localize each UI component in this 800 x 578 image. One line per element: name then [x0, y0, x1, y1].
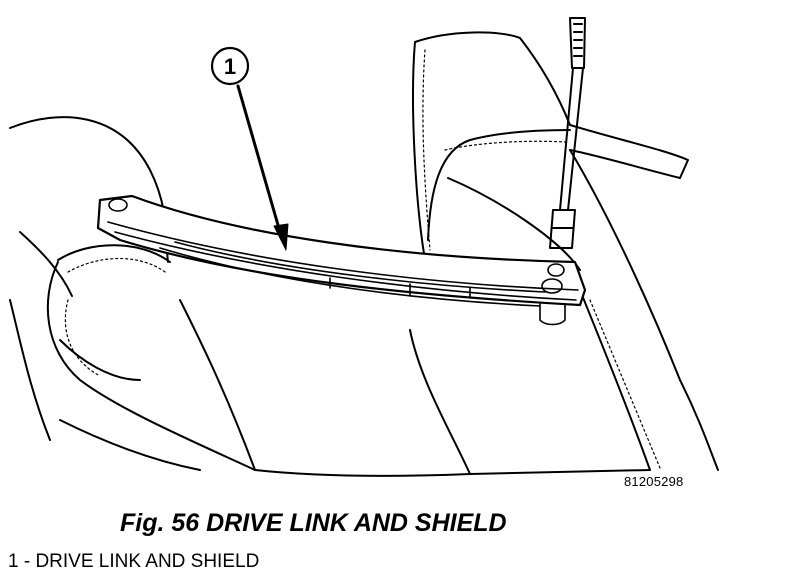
callout-number: 1: [224, 54, 236, 79]
callout-1: 1: [210, 46, 289, 251]
actuator-rod: [549, 17, 586, 249]
seat-cushion: [9, 116, 471, 477]
figure-id: 81205298: [624, 474, 684, 489]
callout-circle: [210, 46, 250, 86]
leader-arrowhead: [273, 223, 289, 251]
leader-line: [236, 84, 282, 234]
drive-link-detail: [107, 198, 579, 326]
seat-stitching: [64, 258, 166, 377]
figure-caption: Fig. 56 DRIVE LINK AND SHIELD: [120, 509, 507, 537]
legend-item: 1 - DRIVE LINK AND SHIELD: [8, 551, 260, 572]
seat-back-stitching: [422, 49, 661, 469]
seat-back: [409, 31, 719, 475]
